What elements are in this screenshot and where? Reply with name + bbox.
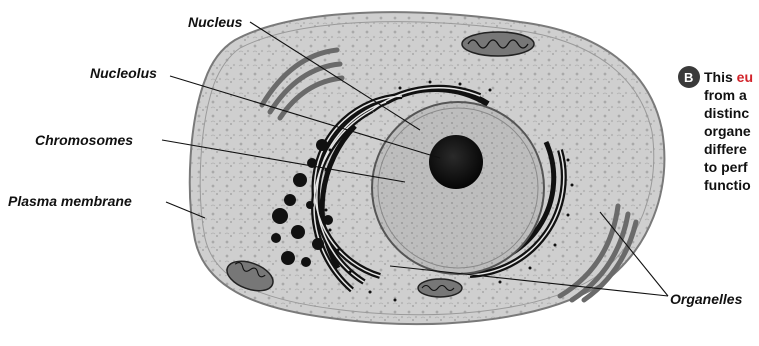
caption-line-1-prefix: This — [704, 69, 737, 85]
plasma-membrane-label: Plasma membrane — [8, 193, 132, 209]
caption-line-1: This eu — [704, 69, 753, 85]
caption-line-7: functio — [704, 177, 751, 193]
organelles-label: Organelles — [670, 291, 743, 307]
nucleolus — [429, 135, 483, 189]
chromosomes-label: Chromosomes — [35, 132, 133, 148]
caption-line-5: differe — [704, 141, 747, 157]
caption-block: B This eu from a distinc organe differe … — [678, 66, 753, 193]
nucleolus-label: Nucleolus — [90, 65, 157, 81]
caption-line-1-accent: eu — [737, 69, 753, 85]
nucleus-label: Nucleus — [188, 14, 243, 30]
caption-badge-letter: B — [684, 70, 693, 85]
caption-line-2: from a — [704, 87, 747, 103]
caption-line-4: organe — [704, 123, 751, 139]
caption-line-6: to perf — [704, 159, 748, 175]
caption-line-3: distinc — [704, 105, 749, 121]
